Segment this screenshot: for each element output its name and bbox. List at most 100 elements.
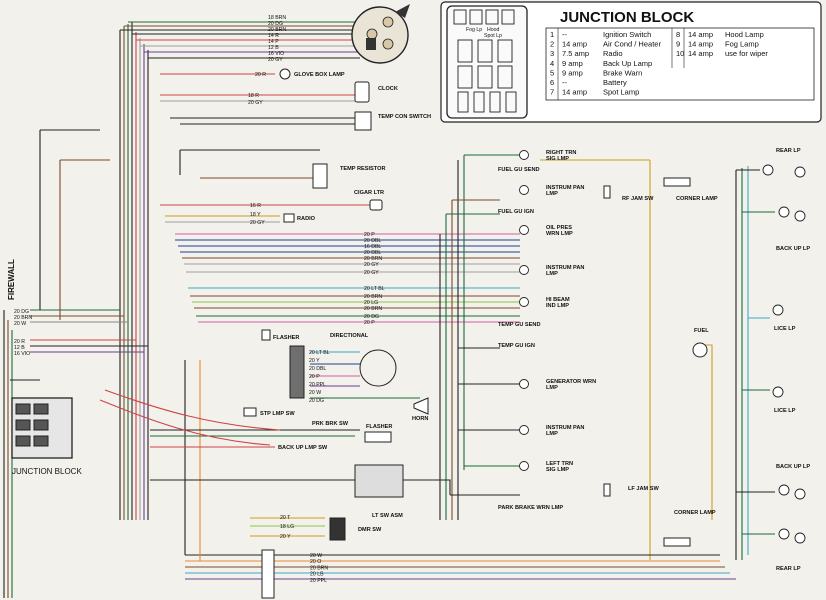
- temp-con-switch-icon: [354, 111, 372, 131]
- component-symbols: [11, 68, 708, 599]
- jb-row-desc2: Fog Lamp: [725, 40, 759, 49]
- jb-row-amp2: 14 amp: [688, 49, 713, 58]
- bottom-wire-label: 20 BRN: [310, 565, 328, 571]
- lf-jam-label: LF JAM SW: [628, 486, 659, 492]
- rear-lp-bottom-bulb-b: [794, 532, 806, 544]
- left-edge-wire-label: 12 B: [14, 345, 25, 351]
- horn-icon: [413, 397, 429, 415]
- bottom-connector-icon: [261, 549, 275, 599]
- clock-label: CLOCK: [378, 86, 398, 92]
- dmr-sw-label: DMR SW: [358, 527, 382, 533]
- jb-row-amp: --: [562, 30, 567, 39]
- directional-wire-label: 20 P: [309, 374, 320, 380]
- center-wire-label: 20 LG: [364, 300, 378, 306]
- center-wire-label: 20 GY: [364, 262, 379, 268]
- directional-wire-label: 20 W: [309, 390, 321, 396]
- dash-lamp-label: FUEL GU SEND: [498, 167, 540, 173]
- center-wire-label: 20 DBL: [364, 238, 381, 244]
- center-wire-label: 20 DG: [364, 314, 379, 320]
- radio-wire-2: 20 GY: [250, 220, 265, 226]
- firewall-label: FIREWALL: [7, 259, 16, 300]
- glove-wire-label: 20 R: [255, 72, 266, 78]
- dmr-wire-3: 20 Y: [280, 534, 291, 540]
- lt-sw-label: LT SW ASM: [372, 513, 403, 519]
- rear-lp-top-label: REAR LP: [776, 148, 801, 154]
- stp-lmp-label: STP LMP SW: [260, 411, 295, 417]
- ignition-wire-label: 16 VIO: [268, 51, 284, 57]
- back-up-bottom-bulb-b: [794, 488, 806, 500]
- jb-row-num: 5: [550, 68, 554, 77]
- center-wire-label: 20 DBL: [364, 250, 381, 256]
- cigar-wire: 16 R: [250, 203, 261, 209]
- dash-lamp-bulb: [519, 297, 529, 307]
- jb-row-amp: 7.5 amp: [562, 49, 589, 58]
- ignition-wire-label: 12 B: [268, 45, 279, 51]
- jb-row-num2: 9: [676, 40, 680, 49]
- corner-lamp-bottom-label: CORNER LAMP: [674, 510, 716, 516]
- center-wire-label: 20 BRN: [364, 256, 382, 262]
- corner-lamp-top-label: CORNER LAMP: [676, 196, 718, 202]
- clock-wire-2: 20 GY: [248, 100, 263, 106]
- bottom-wire-label: 20 PPL: [310, 578, 327, 584]
- back-up-bottom-label: BACK UP LP: [776, 464, 810, 470]
- cigar-label: CIGAR LTR: [354, 190, 384, 196]
- bottom-wire-label: 20 O: [310, 559, 321, 565]
- flasher-label: FLASHER: [273, 335, 299, 341]
- temp-resistor-label: TEMP RESISTOR: [340, 166, 386, 172]
- fuse-label-hood: Hood: [487, 27, 500, 33]
- jb-row-desc: Ignition Switch: [603, 30, 651, 39]
- center-wire-label: 20 GY: [364, 270, 379, 276]
- clock-wire-1: 18 R: [248, 93, 259, 99]
- corner-lamp-top-icon: [663, 177, 691, 187]
- rf-jam-switch-icon: [603, 185, 611, 199]
- left-edge-wire-label: 16 VIO: [14, 351, 30, 357]
- center-wire-label: 20 BRN: [364, 294, 382, 300]
- center-wire-label: 20 P: [364, 232, 375, 238]
- radio-label: RADIO: [297, 216, 316, 222]
- dash-lamp-bulb: [519, 425, 529, 435]
- dash-lamp-bulb: [519, 150, 529, 160]
- jb-row-num: 3: [550, 49, 554, 58]
- clock-icon: [354, 81, 370, 103]
- jb-row-amp: 14 amp: [562, 40, 587, 49]
- jb-row-desc: Brake Warn: [603, 68, 642, 77]
- rear-lp-top-bulb-a: [762, 164, 774, 176]
- dash-lamp-label: TEMP GU SEND: [498, 322, 540, 328]
- jb-row-desc: Radio: [603, 49, 623, 58]
- back-up-top-bulb-b: [794, 210, 806, 222]
- jb-row-amp2: 14 amp: [688, 40, 713, 49]
- center-wire-label: 16 DBL: [364, 244, 381, 250]
- left-edge-wire-label: 20 DG: [14, 309, 29, 315]
- dash-lamp-label: PARK BRAKE WRN LMP: [498, 505, 563, 511]
- left-edge-wire-label: 20 BRN: [14, 315, 32, 321]
- lf-jam-switch-icon: [603, 483, 611, 497]
- bottom-wire-label: 20 LB: [310, 572, 324, 578]
- light-switch-assembly-icon: [354, 464, 404, 498]
- jb-row-amp: 14 amp: [562, 88, 587, 97]
- junction-block-title: JUNCTION BLOCK: [560, 9, 694, 26]
- directional-label: DIRECTIONAL: [330, 333, 369, 339]
- fuse-label-spot: Spot Lp: [484, 33, 502, 39]
- back-up-top-label: BACK UP LP: [776, 246, 810, 252]
- rear-lp-top-bulb-b: [794, 166, 806, 178]
- rear-lp-bottom-label: REAR LP: [776, 566, 801, 572]
- jb-row-desc: Back Up Lamp: [603, 59, 652, 68]
- fuse-sockets: [453, 9, 517, 113]
- left-edge-wire-label: 20 R: [14, 339, 25, 345]
- lice-bottom-label: LICE LP: [774, 408, 796, 414]
- dash-lamp-label: FUEL GU IGN: [498, 209, 534, 215]
- directional-wire-label: 20 PPL: [309, 382, 326, 388]
- directional-plug-icon: [359, 349, 397, 387]
- left-edge-wire-label: 20 W: [14, 321, 26, 327]
- back-up-sw-label: BACK UP LMP SW: [278, 445, 328, 451]
- jb-row-num: 6: [550, 78, 554, 87]
- ignition-wire-label: 20 DG: [268, 21, 283, 27]
